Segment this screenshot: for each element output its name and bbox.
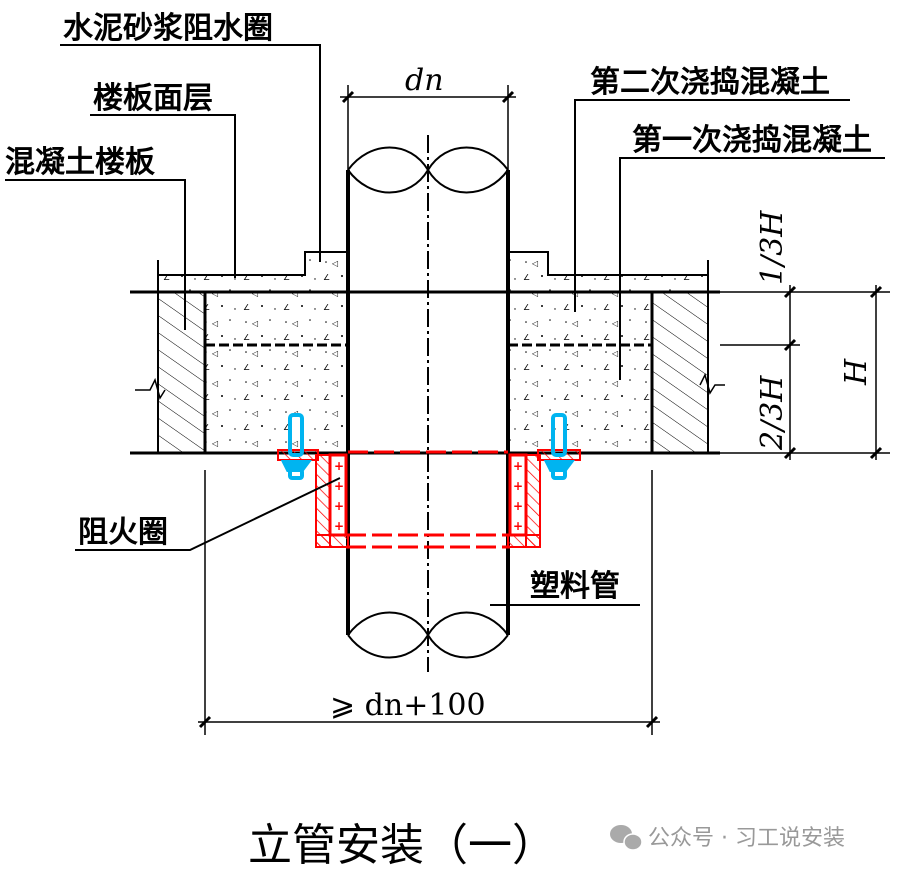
label-floor-surface: 楼板面层 xyxy=(93,81,213,116)
label-plastic-pipe: 塑料管 xyxy=(530,569,620,604)
watermark: 公众号 · 习工说安装 xyxy=(648,826,845,851)
svg-text:+: + xyxy=(334,479,344,493)
dim-two-thirds-h: 2/3H xyxy=(755,375,790,451)
concrete-slab xyxy=(130,251,725,455)
diagram-title: 立管安装（一） xyxy=(248,820,556,871)
dim-opening-width: ⩾ dn+100 xyxy=(330,688,486,723)
label-concrete-slab: 混凝土楼板 xyxy=(5,145,155,180)
dim-dn: dn xyxy=(405,63,444,98)
label-first-pour: 第一次浇捣混凝土 xyxy=(632,123,872,158)
dim-one-third-h: 1/3H xyxy=(755,210,790,285)
svg-text:+: + xyxy=(334,519,344,533)
dim-h: H xyxy=(839,358,874,386)
label-second-pour: 第二次浇捣混凝土 xyxy=(590,65,830,100)
svg-text:+: + xyxy=(513,479,523,493)
label-cement-mortar-ring: 水泥砂浆阻水圈 xyxy=(63,11,273,46)
plastic-pipe xyxy=(346,135,510,672)
break-mark-right xyxy=(699,372,725,395)
svg-text:+: + xyxy=(334,499,344,513)
svg-text:+: + xyxy=(334,459,344,473)
svg-text:+: + xyxy=(513,499,523,513)
wechat-icon xyxy=(610,825,643,851)
svg-text:+: + xyxy=(513,519,523,533)
label-fire-collar: 阻火圈 xyxy=(78,515,168,550)
svg-text:+: + xyxy=(513,459,523,473)
anchor-bolt-left xyxy=(280,413,312,480)
leader-lines xyxy=(5,44,885,606)
break-mark-left xyxy=(135,377,166,400)
dimension-lines xyxy=(198,85,890,735)
anchor-bolt-right xyxy=(543,413,575,480)
